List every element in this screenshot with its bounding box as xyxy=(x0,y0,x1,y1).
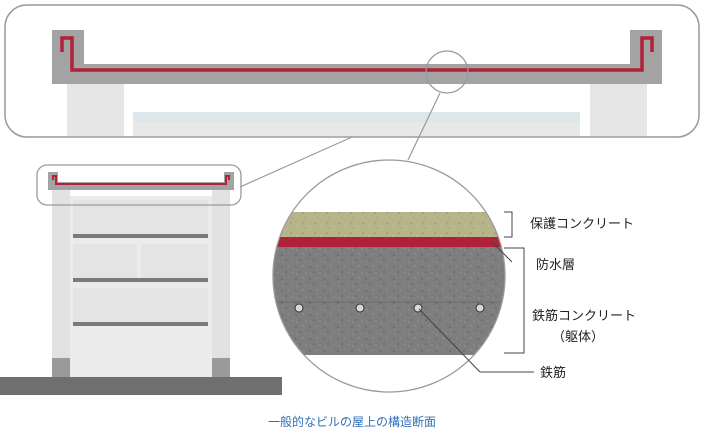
floor-slab xyxy=(73,322,208,326)
floor-panel xyxy=(73,244,137,278)
label-waterproof-layer: 防水層 xyxy=(536,257,575,273)
column-right xyxy=(590,84,647,136)
label-rebar: 鉄筋 xyxy=(540,365,566,381)
building-base-right xyxy=(212,358,230,377)
rebar-dot xyxy=(294,303,304,313)
building-column-left xyxy=(52,188,70,358)
label-rc-concrete-sub: （躯体） xyxy=(552,329,604,345)
ceiling-panel-lower xyxy=(133,122,580,136)
column-left xyxy=(67,84,124,136)
leader-waterproof xyxy=(491,241,513,263)
label-protective-concrete: 保護コンクリート xyxy=(530,216,634,232)
ceiling-panel xyxy=(133,112,580,122)
floor-panel xyxy=(141,244,208,278)
floor-panel xyxy=(73,200,208,234)
label-rc-concrete: 鉄筋コンクリート xyxy=(532,308,636,324)
small-waterproof-line xyxy=(52,175,230,185)
small-roof-slab xyxy=(48,172,234,190)
diagram-caption: 一般的なビルの屋上の構造断面 xyxy=(268,414,436,429)
connector-line-small xyxy=(239,136,353,188)
protective-concrete-layer xyxy=(273,212,505,237)
waterproof-membrane-line xyxy=(60,36,654,72)
small-roof-highlight xyxy=(36,164,242,206)
layer-labels: 保護コンクリート 防水層 鉄筋コンクリート （躯体） 鉄筋 xyxy=(418,211,636,381)
background-bottom xyxy=(273,355,505,392)
bracket-protective-concrete xyxy=(504,211,513,238)
bracket-rc-concrete xyxy=(504,247,525,354)
roof-enlarged-view xyxy=(4,4,700,138)
background-top xyxy=(273,160,505,213)
waterproof-layer xyxy=(273,237,505,247)
connector-line-zoom xyxy=(407,92,441,161)
rebar-dot xyxy=(355,303,365,313)
ground xyxy=(0,377,282,395)
floor-slab xyxy=(73,278,208,282)
magnified-section xyxy=(273,160,505,392)
building-elevation xyxy=(0,164,282,395)
magnified-section-border xyxy=(272,159,506,393)
building-column-right xyxy=(212,188,230,358)
floor-slab xyxy=(73,234,208,238)
building-base-left xyxy=(52,358,70,377)
rebar-dot xyxy=(475,303,485,313)
zoom-indicator-circle xyxy=(425,50,469,94)
structural-concrete-layer xyxy=(273,247,505,355)
rebar-dots xyxy=(294,303,485,313)
leader-rebar xyxy=(418,308,481,373)
floor-panel xyxy=(73,288,208,322)
